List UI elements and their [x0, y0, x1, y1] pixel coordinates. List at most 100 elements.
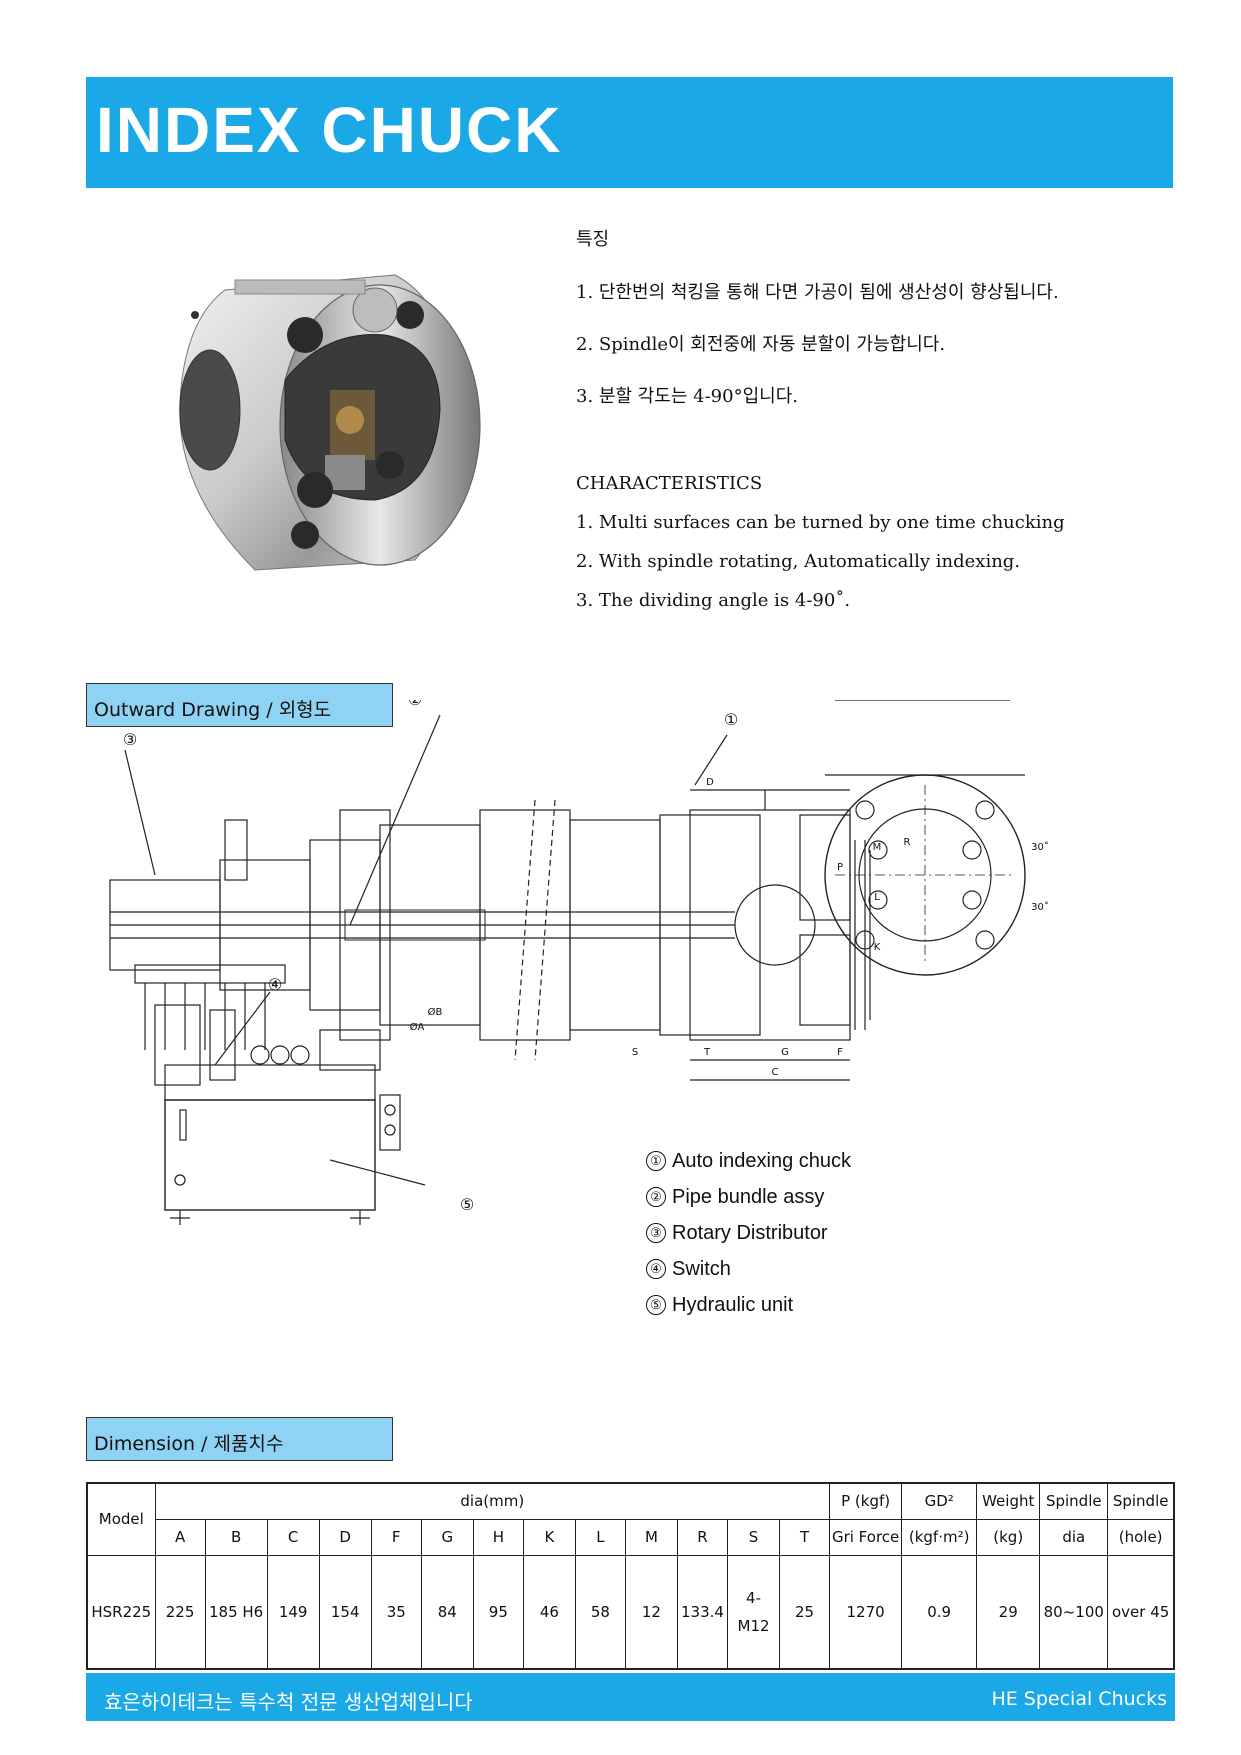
dim-letter-ob: ØB: [428, 1006, 443, 1018]
dim-letter-p: P: [837, 862, 843, 873]
features-en-item-1: 1. Multi surfaces can be turned by one t…: [576, 512, 1065, 533]
cell-extra: 0.9: [901, 1554, 978, 1670]
table-row: HSR225 225 185 H6 149 154 35 84 95 46 58…: [86, 1554, 1175, 1670]
dim-letter-t: T: [703, 1047, 711, 1058]
dim-letter-oa: ØA: [410, 1021, 425, 1033]
dia-header: dia(mm): [154, 1482, 831, 1520]
cell-dia: 12: [624, 1554, 678, 1670]
dia-col-header: L: [574, 1518, 626, 1556]
cell-dia: 58: [574, 1554, 626, 1670]
cell-dia: 149: [266, 1554, 320, 1670]
page-title: INDEX CHUCK: [96, 94, 563, 166]
cell-model: HSR225: [86, 1554, 156, 1670]
dim-letter-g: G: [781, 1047, 789, 1058]
extra-header-top: Spindle: [1107, 1482, 1175, 1520]
dia-col-header: K: [522, 1518, 576, 1556]
model-header: Model: [86, 1482, 156, 1556]
dia-col-header: S: [726, 1518, 781, 1556]
cell-extra: 1270: [829, 1554, 903, 1670]
cell-dia: 35: [370, 1554, 422, 1670]
product-photo: [179, 274, 481, 571]
legend-num: ①: [646, 1151, 666, 1171]
extra-header-top: GD²: [901, 1482, 978, 1520]
callout-3: ③: [123, 730, 137, 749]
footer-brand: HE Special Chucks: [991, 1688, 1167, 1710]
dia-col-header: C: [266, 1518, 320, 1556]
dia-col-header: D: [318, 1518, 372, 1556]
legend-num: ③: [646, 1223, 666, 1243]
legend-num: ⑤: [646, 1295, 666, 1315]
legend-label: Pipe bundle assy: [672, 1186, 825, 1208]
dia-col-header: T: [779, 1518, 831, 1556]
outward-drawing: ① ② ③ ④ ⑤ D M P L K S T G F C H H R 30˚ …: [109, 700, 1049, 1225]
cell-dia: 154: [318, 1554, 372, 1670]
extra-header-bottom: (hole): [1107, 1518, 1175, 1556]
footer-slogan: 효은하이테크는 특수척 전문 생산업체입니다: [104, 1690, 473, 1714]
dia-col-header: A: [154, 1518, 206, 1556]
cell-dia: 84: [420, 1554, 474, 1670]
cell-dia: 4-M12: [726, 1554, 781, 1670]
legend-item-5: ⑤ Hydraulic unit: [646, 1294, 793, 1317]
dim-letter-30a: 30˚: [1031, 841, 1049, 853]
legend-label: Switch: [672, 1258, 731, 1280]
dia-col-header: B: [204, 1518, 268, 1556]
features-ko-item-3: 3. 분할 각도는 4-90°입니다.: [576, 386, 798, 407]
section-dimension-label: Dimension / 제품치수: [94, 1433, 284, 1455]
dia-col-header: G: [420, 1518, 474, 1556]
callout-2: ②: [408, 700, 422, 709]
features-en-heading: CHARACTERISTICS: [576, 473, 763, 494]
legend-item-3: ③ Rotary Distributor: [646, 1222, 828, 1245]
cell-dia: 133.4: [676, 1554, 729, 1670]
dimension-table: Model dia(mm) P (kgf) GD² Weight Spindle…: [86, 1482, 1175, 1670]
title-band: INDEX CHUCK: [86, 77, 1173, 188]
cell-dia: 46: [522, 1554, 576, 1670]
extra-header-bottom: dia: [1039, 1518, 1109, 1556]
legend-label: Rotary Distributor: [672, 1222, 828, 1244]
dia-col-header: M: [624, 1518, 678, 1556]
cell-dia: 95: [472, 1554, 524, 1670]
cell-extra: 29: [976, 1554, 1041, 1670]
legend-label: Hydraulic unit: [672, 1294, 794, 1316]
dim-letter-s: S: [632, 1047, 638, 1058]
legend-item-4: ④ Switch: [646, 1258, 731, 1281]
legend-num: ④: [646, 1259, 666, 1279]
dim-letter-m: M: [873, 842, 882, 853]
extra-header-bottom: Gri Force: [829, 1518, 903, 1556]
extra-header-top: Weight: [976, 1482, 1041, 1520]
dim-letter-k: K: [874, 942, 881, 953]
section-dimension: Dimension / 제품치수: [86, 1417, 393, 1461]
callout-1: ①: [724, 710, 738, 729]
cell-dia: 185 H6: [204, 1554, 268, 1670]
callout-5: ⑤: [460, 1195, 474, 1214]
features-ko-item-2: 2. Spindle이 회전중에 자동 분할이 가능합니다.: [576, 334, 946, 355]
dim-letter-f: F: [837, 1047, 843, 1058]
dia-col-header: H: [472, 1518, 524, 1556]
cell-extra: 80~100: [1039, 1554, 1109, 1670]
features-en-item-2: 2. With spindle rotating, Automatically …: [576, 551, 1021, 572]
extra-header-bottom: (kg): [976, 1518, 1041, 1556]
footer-band: 효은하이테크는 특수척 전문 생산업체입니다 HE Special Chucks: [86, 1673, 1175, 1721]
dim-letter-l: L: [874, 892, 880, 903]
legend-label: Auto indexing chuck: [672, 1150, 852, 1172]
section-outward-drawing: Outward Drawing / 외형도: [86, 683, 393, 727]
dim-letter-r: R: [904, 837, 911, 848]
legend-item-2: ② Pipe bundle assy: [646, 1186, 824, 1209]
dim-letter-d: D: [706, 777, 714, 788]
legend-item-1: ① Auto indexing chuck: [646, 1150, 851, 1173]
extra-header-top: P (kgf): [829, 1482, 903, 1520]
cell-dia: 225: [154, 1554, 206, 1670]
callout-4: ④: [268, 975, 282, 994]
legend-num: ②: [646, 1187, 666, 1207]
extra-header-top: Spindle: [1039, 1482, 1109, 1520]
dia-col-header: F: [370, 1518, 422, 1556]
cell-extra: over 45: [1107, 1554, 1175, 1670]
dia-col-header: R: [676, 1518, 729, 1556]
features-ko-heading: 특징: [576, 229, 610, 250]
features-ko-item-1: 1. 단한번의 척킹을 통해 다면 가공이 됨에 생산성이 향상됩니다.: [576, 282, 1059, 303]
features-en-item-3: 3. The dividing angle is 4-90˚.: [576, 590, 851, 611]
cell-dia: 25: [779, 1554, 831, 1670]
dim-letter-c: C: [772, 1067, 779, 1078]
extra-header-bottom: (kgf·m²): [901, 1518, 978, 1556]
section-outward-label: Outward Drawing / 외형도: [94, 699, 332, 721]
dim-letter-30b: 30˚: [1031, 901, 1049, 913]
